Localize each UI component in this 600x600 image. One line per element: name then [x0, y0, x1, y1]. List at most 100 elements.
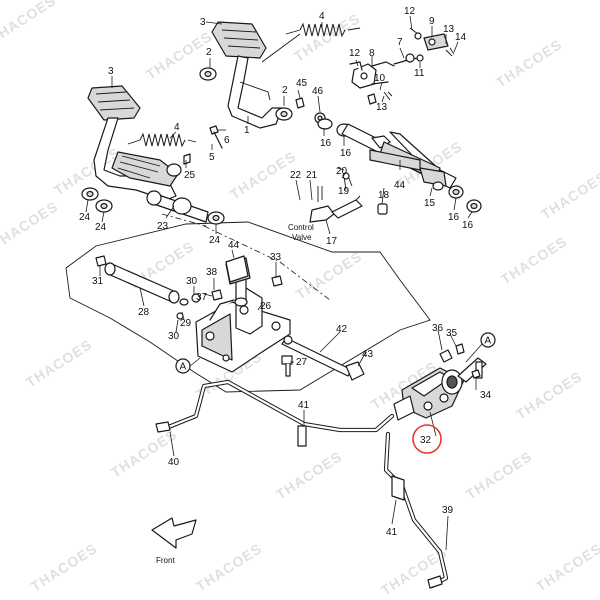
part-number-label: 16: [462, 220, 474, 231]
part-number-label: 16: [340, 148, 352, 159]
clevis-assembly: [349, 27, 455, 101]
part-number-label: 35: [446, 328, 458, 339]
brake-line-tubes: [155, 379, 449, 589]
watermark: THACOES: [273, 448, 345, 503]
part-number-label: 41: [386, 527, 398, 538]
watermark: THACOES: [193, 540, 265, 595]
cross-shaft: [146, 190, 209, 223]
brake-pedal-lower: [87, 85, 179, 201]
part-number-label: 4: [319, 11, 325, 22]
part-number-label: 22: [290, 170, 302, 181]
part-number-label: 24: [209, 235, 221, 246]
part-number-label: 16: [320, 138, 332, 149]
watermark: THACOES: [513, 368, 585, 423]
part-number-label: 45: [296, 78, 308, 89]
part-number-label: 44: [394, 180, 406, 191]
part-number-label: 23: [157, 221, 169, 232]
part-number-label: 7: [397, 37, 403, 48]
watermark: THACOES: [493, 36, 565, 91]
part-number-label: 26: [260, 301, 272, 312]
part-number-label: 42: [336, 324, 348, 335]
part-number-label: 24: [79, 212, 91, 223]
part-number-label: 16: [448, 212, 460, 223]
pedal-bracket: [195, 257, 291, 373]
part-number-label: 10: [374, 73, 386, 84]
part-number-label: 39: [442, 505, 454, 516]
control-valve-label: Valve: [292, 233, 312, 242]
part-number-label: 2: [282, 85, 288, 96]
watermark: THACOES: [28, 540, 100, 595]
watermark: THACOES: [0, 0, 59, 47]
fasteners: [95, 93, 481, 379]
upper-shaft: [341, 123, 457, 191]
part-number-label: 8: [369, 48, 375, 59]
part-number-label: 3: [200, 17, 206, 28]
part-number-label: 9: [429, 16, 435, 27]
watermark: THACOES: [293, 248, 365, 303]
part-number-label: 30: [186, 276, 198, 287]
spacer-44: [225, 255, 249, 283]
control-valve-label: Control: [288, 223, 314, 232]
watermark: THACOES: [538, 168, 600, 223]
front-direction-arrow: Front: [151, 517, 197, 565]
part-number-label: 2: [206, 47, 212, 58]
part-number-label: 13: [443, 24, 455, 35]
brake-pedal-upper: [211, 21, 283, 129]
part-number-label: 34: [480, 390, 492, 401]
part-number-label: 36: [432, 323, 444, 334]
watermark: THACOES: [463, 448, 535, 503]
part-number-label: 31: [92, 276, 104, 287]
part-number-label: 41: [298, 400, 310, 411]
part-number-label: 18: [378, 190, 390, 201]
part-number-labels: 3 2 1 4 3 4 5 6 25 2 45 46 16 16 12 9 13…: [79, 6, 492, 538]
part-number-label: 43: [362, 349, 374, 360]
part-number-label: 15: [424, 198, 436, 209]
part-number-label: 37: [196, 292, 208, 303]
watermark: THACOES: [498, 233, 570, 288]
part-number-label: 6: [224, 135, 230, 146]
bolt-27: [281, 355, 293, 377]
return-springs: [127, 22, 361, 148]
reference-markers: A A: [175, 332, 496, 374]
watermark: THACOES: [23, 336, 95, 391]
watermark: THACOES: [227, 148, 299, 203]
part-number-label: 14: [455, 32, 467, 43]
part-number-label: 40: [168, 457, 180, 468]
watermark: THACOES: [0, 198, 61, 253]
part-number-label: 11: [414, 68, 425, 79]
part-number-label: 30: [168, 331, 180, 342]
part-number-label: 20: [336, 166, 348, 177]
part-number-label: 29: [180, 318, 192, 329]
part-number-label: 25: [184, 170, 196, 181]
watermark: THACOES: [533, 540, 600, 595]
part-number-label: 3: [108, 66, 114, 77]
watermark: THACOES: [108, 426, 180, 481]
part-number-label: 44: [228, 240, 240, 251]
part-number-label: 46: [312, 86, 324, 97]
part-number-label: 38: [206, 267, 218, 278]
part-number-label: 13: [376, 102, 388, 113]
front-label: Front: [156, 556, 175, 565]
highlighted-part-number: 32: [420, 435, 432, 446]
part-number-label: 33: [270, 252, 282, 263]
part-number-label: 24: [95, 222, 107, 233]
part-number-label: 12: [404, 6, 416, 17]
part-number-label: 27: [296, 357, 308, 368]
part-number-label: 28: [138, 307, 150, 318]
part-number-label: 21: [306, 170, 318, 181]
ref-a-marker: A: [180, 362, 187, 373]
part-number-label: 17: [326, 236, 338, 247]
part-number-label: 19: [338, 186, 350, 197]
master-cylinder: [393, 349, 487, 421]
highlight-callout: [412, 424, 442, 454]
part-number-label: 12: [349, 48, 361, 59]
part-number-label: 1: [244, 125, 250, 136]
push-rod: [281, 335, 365, 381]
leader-lines: [85, 15, 477, 551]
part-number-label: 5: [209, 152, 215, 163]
lower-cross-tube: [104, 262, 201, 306]
ref-a-marker: A: [485, 336, 492, 347]
